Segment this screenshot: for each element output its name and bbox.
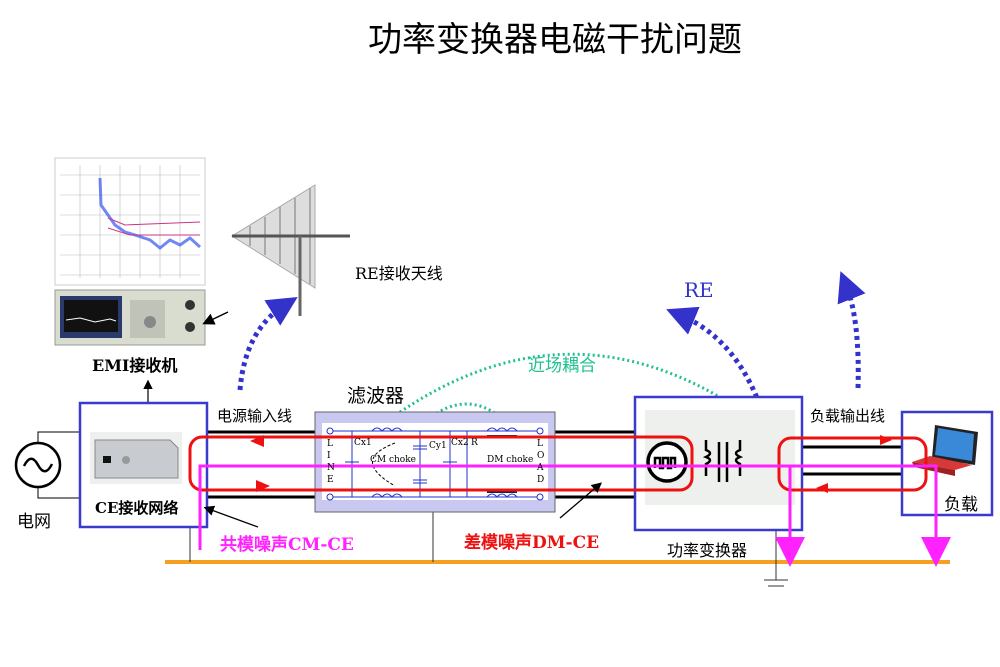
laptop-icon	[912, 425, 978, 476]
transformer-icon	[702, 440, 744, 482]
page-title: 功率变换器电磁干扰问题	[368, 20, 742, 60]
grid-label: 电网	[17, 512, 51, 532]
line-letter: L	[327, 439, 333, 449]
cm-path-main	[198, 464, 951, 567]
load-letter: D	[537, 475, 545, 485]
emi-receiver-image	[54, 289, 206, 346]
load-letter: L	[537, 439, 543, 449]
load-label: 负载	[944, 495, 978, 515]
re-label: RE	[684, 278, 714, 302]
load-output-line-label: 负载输出线	[810, 407, 886, 425]
power-input-line-label: 电源输入线	[217, 407, 293, 425]
cx1-label: Cx1	[354, 438, 372, 448]
re-antenna-label: RE接收天线	[355, 264, 443, 283]
radiation-arrow-input	[237, 297, 298, 391]
filter-label: 滤波器	[347, 385, 405, 407]
cm-choke-label: CM choke	[370, 455, 416, 465]
dm-choke-label: DM choke	[487, 455, 534, 465]
dm-arrow-left	[250, 435, 264, 447]
cy1-label: Cy1	[429, 441, 447, 451]
near-field-label: 近场耦合	[528, 356, 596, 376]
emi-receiver-label: EMI接收机	[92, 356, 178, 375]
filter-line-label: L I N E	[327, 438, 335, 486]
load-letter: A	[537, 463, 544, 473]
near-field-arc-large	[358, 352, 756, 444]
load-letter: O	[537, 451, 545, 461]
line-letter: E	[327, 475, 334, 485]
switch-icon	[646, 441, 688, 483]
converter-label: 功率变换器	[667, 541, 748, 560]
dm-loop-input	[188, 435, 694, 492]
r-label: R	[471, 438, 478, 448]
dm-noise-label: 差模噪声DM-CE	[464, 533, 600, 553]
earth-ground-icon	[764, 530, 788, 587]
line-letter: N	[327, 463, 335, 473]
pointer-arrow-receiver	[202, 311, 229, 325]
lisn-device-image	[90, 432, 182, 484]
cx2-label: Cx2	[451, 438, 469, 448]
antenna-icon	[231, 184, 350, 316]
line-letter: I	[327, 451, 331, 461]
cm-noise-label: 共模噪声CM-CE	[220, 535, 354, 555]
ac-source-icon	[14, 431, 82, 499]
radiation-arrow-output	[837, 271, 866, 389]
emi-spectrum-plot-image	[54, 157, 206, 286]
ce-network-label: CE接收网络	[95, 499, 179, 517]
dm-loop-output	[777, 436, 928, 492]
filter-load-label: L O A D	[537, 438, 544, 486]
dm-arrow-right	[256, 480, 270, 492]
